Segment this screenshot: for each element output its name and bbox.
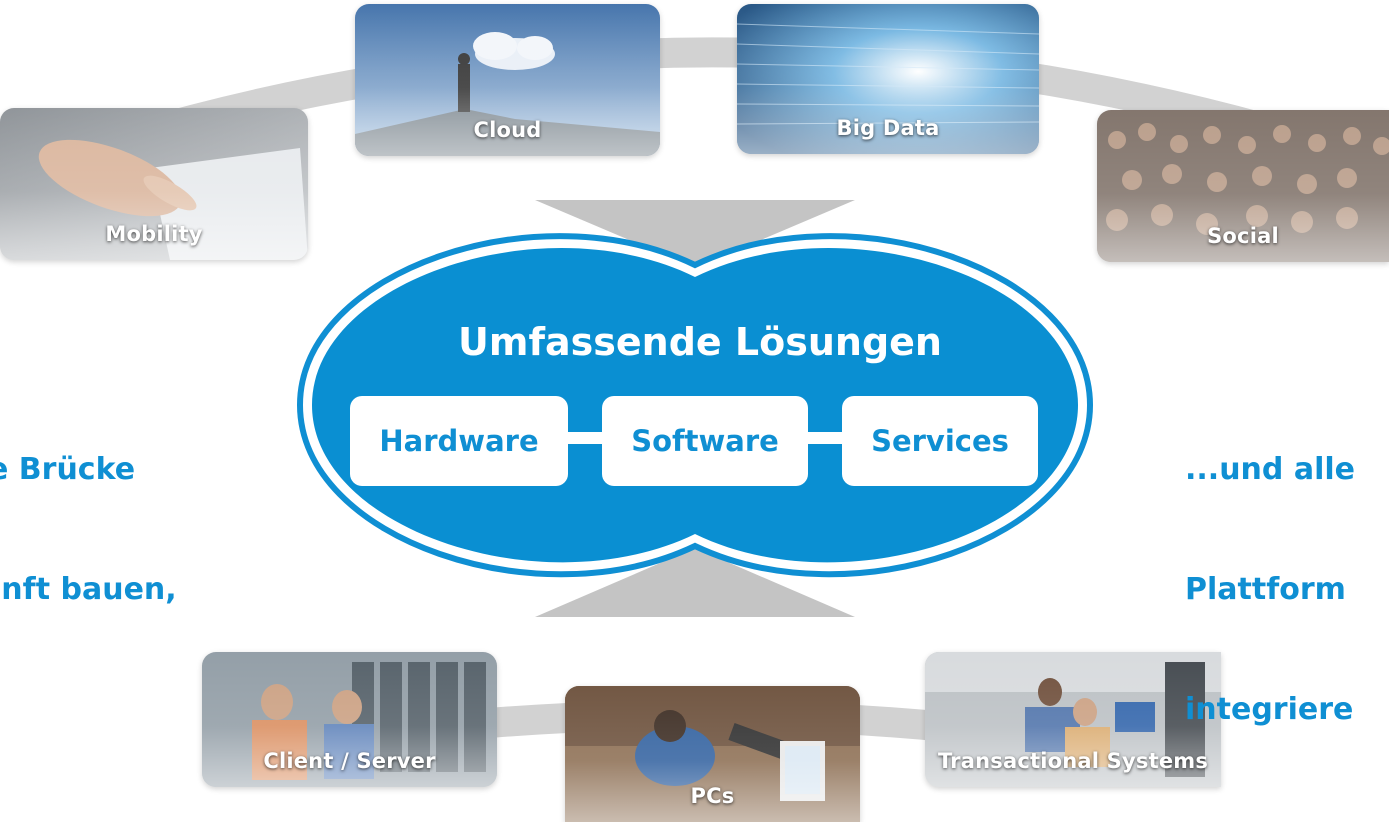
right-text-line-1: ...und alle — [1185, 452, 1355, 487]
tile-big-data[interactable]: Big Data — [737, 4, 1039, 154]
tile-transactional-systems[interactable]: Transactional Systems — [925, 652, 1221, 787]
tile-label-big-data: Big Data — [836, 116, 940, 140]
right-text-line-2: Plattform — [1185, 572, 1346, 607]
tile-pcs[interactable]: PCs — [565, 686, 860, 822]
left-text-block: e Brücke kunft bauen, — [0, 370, 270, 690]
left-text-line-1: e Brücke — [0, 452, 136, 487]
tile-label-pcs: PCs — [690, 784, 735, 808]
tile-cloud[interactable]: Cloud — [355, 4, 660, 156]
connector-hardware-software — [566, 432, 604, 444]
right-text-block: ...und alle Plattform integriere — [1185, 370, 1389, 810]
left-text-line-2: kunft bauen, — [0, 572, 177, 607]
down-arrow — [535, 200, 855, 268]
tile-client-server[interactable]: Client / Server — [202, 652, 497, 787]
pillar-software[interactable]: Software — [602, 396, 808, 486]
pillar-services[interactable]: Services — [842, 396, 1038, 486]
tile-label-transactional-systems: Transactional Systems — [937, 749, 1209, 773]
up-arrow — [535, 548, 855, 617]
pillar-hardware[interactable]: Hardware — [350, 396, 568, 486]
tile-label-social: Social — [1207, 224, 1279, 248]
tile-label-cloud: Cloud — [473, 118, 542, 142]
tile-label-client-server: Client / Server — [263, 749, 436, 773]
top-arc — [105, 37, 1285, 155]
center-title: Umfassende Lösungen — [458, 320, 942, 364]
right-text-line-3: integriere — [1185, 692, 1354, 727]
connector-software-services — [806, 432, 844, 444]
tile-social[interactable]: Social — [1097, 110, 1389, 262]
tile-label-mobility: Mobility — [105, 222, 203, 246]
tile-mobility[interactable]: Mobility — [0, 108, 308, 260]
